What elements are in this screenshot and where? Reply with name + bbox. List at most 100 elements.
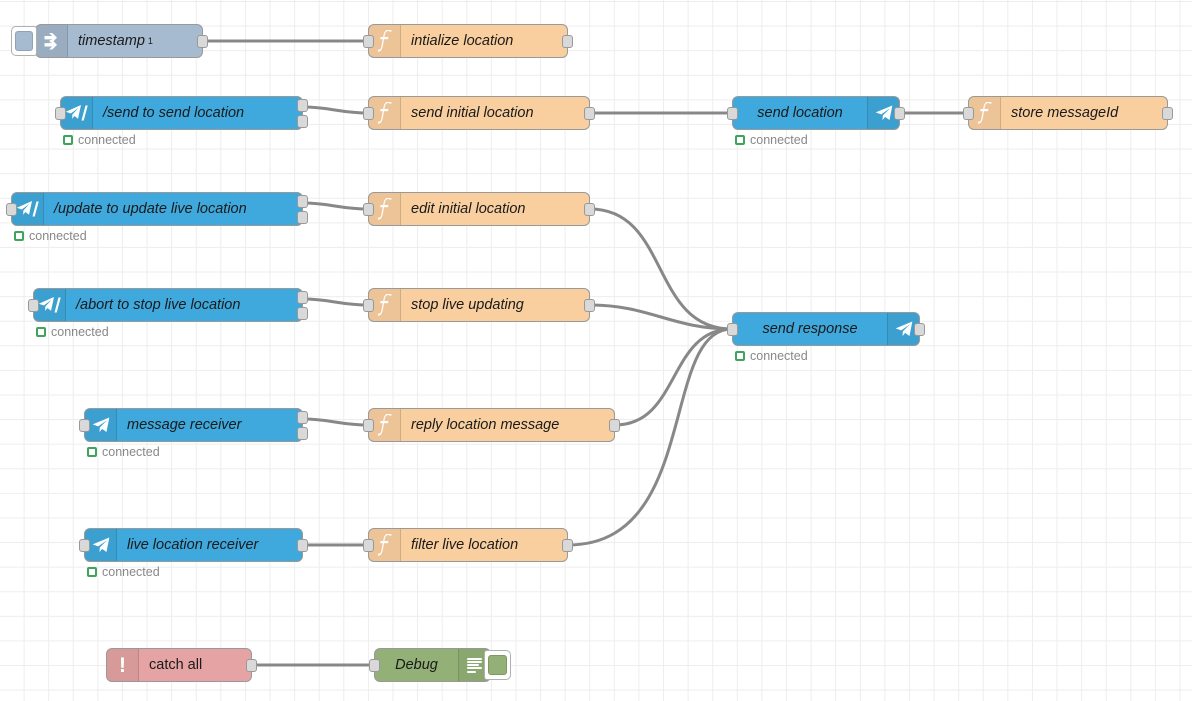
wire-send-to-send-location-to-send-initial-location[interactable] [301,105,370,115]
input-port[interactable] [727,107,738,120]
wire-update-to-update-live-location-to-edit-initial-location[interactable] [301,201,370,211]
output-port-1[interactable] [914,323,925,336]
node-abort-to-stop-live-location[interactable]: /abort to stop live location [28,288,308,322]
node-label-superscript: 1 [147,36,153,46]
output-port-1[interactable] [297,99,308,112]
node-status-live-location-receiver: connected [87,565,160,579]
output-port-2[interactable] [297,115,308,128]
output-port-2[interactable] [297,307,308,320]
node-body: send response [733,313,919,345]
status-indicator-icon [87,447,97,457]
input-port[interactable] [79,539,90,552]
output-port-1[interactable] [584,203,595,216]
input-port[interactable] [28,299,39,312]
node-label: edit initial location [411,201,526,217]
input-port[interactable] [6,203,17,216]
output-port-1[interactable] [609,419,620,432]
output-port-2[interactable] [297,211,308,224]
function-f-icon [369,409,401,441]
node-edit-initial-location[interactable]: edit initial location [363,192,595,226]
function-f-icon [369,97,401,129]
input-port[interactable] [727,323,738,336]
output-port-1[interactable] [297,539,308,552]
output-port-1[interactable] [894,107,905,120]
status-text: connected [750,133,808,147]
node-intialize-location[interactable]: intialize location [363,24,573,58]
node-update-to-update-live-location[interactable]: /update to update live location [6,192,308,226]
node-status-message-receiver: connected [87,445,160,459]
node-reply-location-message[interactable]: reply location message [363,408,620,442]
node-send-initial-location[interactable]: send initial location [363,96,595,130]
output-port-1[interactable] [562,539,573,552]
debug-toggle-button[interactable] [484,650,511,680]
node-status-update-to-update-live-location: connected [14,229,87,243]
telegram-command-icon [61,97,93,129]
input-port[interactable] [55,107,66,120]
telegram-plane-icon [867,97,899,129]
node-message-receiver[interactable]: message receiver [79,408,308,442]
status-indicator-icon [14,231,24,241]
node-status-abort-to-stop-live-location: connected [36,325,109,339]
wire-abort-to-stop-live-location-to-stop-live-updating[interactable] [301,297,370,307]
inject-trigger-button[interactable] [11,26,37,56]
status-indicator-icon [36,327,46,337]
node-body: edit initial location [369,193,589,225]
output-port-1[interactable] [1162,107,1173,120]
node-label: send initial location [411,105,534,121]
node-label: send location [757,105,843,121]
input-port[interactable] [369,659,380,672]
node-label: send response [762,321,858,337]
telegram-command-icon [12,193,44,225]
status-text: connected [78,133,136,147]
node-filter-live-location[interactable]: filter live location [363,528,573,562]
function-f-icon [369,289,401,321]
output-port-1[interactable] [584,299,595,312]
output-port-1[interactable] [297,195,308,208]
node-live-location-receiver[interactable]: live location receiver [79,528,308,562]
input-port[interactable] [363,203,374,216]
output-port-1[interactable] [562,35,573,48]
wire-message-receiver-to-reply-location-message[interactable] [301,417,370,427]
output-port-1[interactable] [584,107,595,120]
status-text: connected [29,229,87,243]
node-store-messageid[interactable]: store messageId [963,96,1173,130]
output-port-1[interactable] [297,291,308,304]
status-indicator-icon [735,135,745,145]
node-debug[interactable]: Debug [369,648,511,682]
node-send-location[interactable]: send location [727,96,905,130]
input-port[interactable] [363,419,374,432]
node-label: /send to send location [103,105,245,121]
node-stop-live-updating[interactable]: stop live updating [363,288,595,322]
output-port-1[interactable] [246,659,257,672]
input-port[interactable] [79,419,90,432]
node-catch-all[interactable]: !catch all [106,648,257,682]
node-send-to-send-location[interactable]: /send to send location [55,96,308,130]
input-port[interactable] [963,107,974,120]
output-port-1[interactable] [197,35,208,48]
node-label: stop live updating [411,297,524,313]
node-body: store messageId [969,97,1167,129]
telegram-plane-icon [85,409,117,441]
status-text: connected [102,445,160,459]
output-port-2[interactable] [297,427,308,440]
telegram-command-icon [34,289,66,321]
wire-stop-live-updating-to-send-response[interactable] [588,303,734,331]
node-send-response[interactable]: send response [727,312,925,346]
status-text: connected [51,325,109,339]
node-status-send-to-send-location: connected [63,133,136,147]
output-port-1[interactable] [297,411,308,424]
node-body: send initial location [369,97,589,129]
input-port[interactable] [363,539,374,552]
node-label: catch all [149,657,203,673]
wire-reply-location-message-to-send-response[interactable] [613,327,734,427]
wire-edit-initial-location-to-send-response[interactable] [588,207,734,331]
input-port[interactable] [363,299,374,312]
input-port[interactable] [363,107,374,120]
node-body: stop live updating [369,289,589,321]
node-body: /send to send location [61,97,302,129]
node-label: reply location message [411,417,560,433]
input-port[interactable] [363,35,374,48]
